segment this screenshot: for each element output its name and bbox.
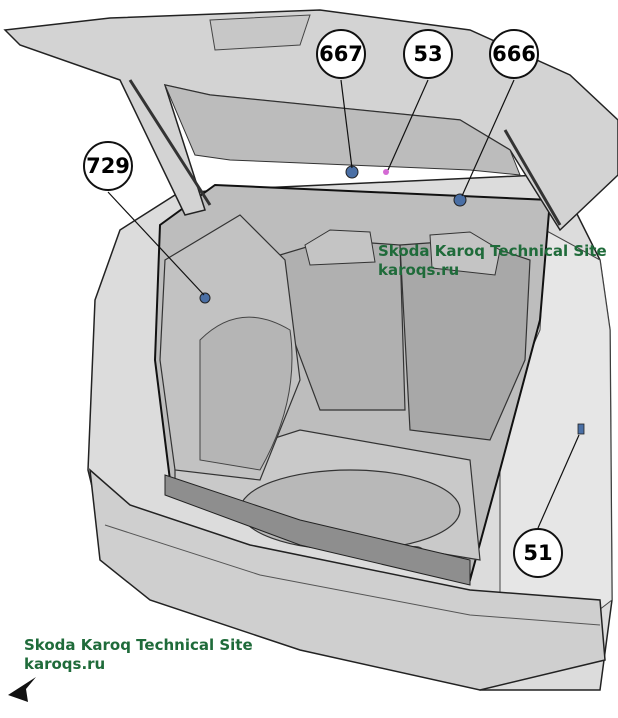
callout-53: 53 [403, 29, 453, 79]
callout-667: 667 [316, 29, 366, 79]
component-666 [453, 193, 467, 207]
leader-667 [340, 79, 353, 169]
orientation-arrow-icon [8, 677, 36, 702]
watermark-site: Skoda Karoq Technical Site [378, 242, 607, 260]
watermark-center: Skoda Karoq Technical Site karoqs.ru [378, 242, 607, 280]
tailgate-strut-left [128, 79, 212, 206]
leader-666 [461, 79, 515, 197]
component-729 [199, 292, 211, 304]
component-53 [383, 169, 389, 175]
headrest-right [429, 231, 501, 276]
bumper-crease [104, 524, 601, 626]
watermark-url: karoqs.ru [378, 261, 460, 279]
tailgate-strut-right [503, 129, 562, 226]
component-51 [577, 423, 585, 435]
leader-51 [537, 434, 580, 529]
callout-51: 51 [513, 528, 563, 578]
watermark-url-bottom: karoqs.ru [24, 655, 106, 673]
leader-729 [107, 191, 205, 296]
loading-sill [164, 474, 471, 586]
rear-bumper [89, 468, 606, 691]
watermark-bottom: Skoda Karoq Technical Site karoqs.ru [24, 636, 253, 674]
callout-729: 729 [83, 141, 133, 191]
tailgate-inner-trim [164, 84, 521, 176]
leader-53 [387, 79, 429, 171]
watermark-site-bottom: Skoda Karoq Technical Site [24, 636, 253, 654]
callout-666: 666 [489, 29, 539, 79]
headrest-left [304, 229, 376, 266]
